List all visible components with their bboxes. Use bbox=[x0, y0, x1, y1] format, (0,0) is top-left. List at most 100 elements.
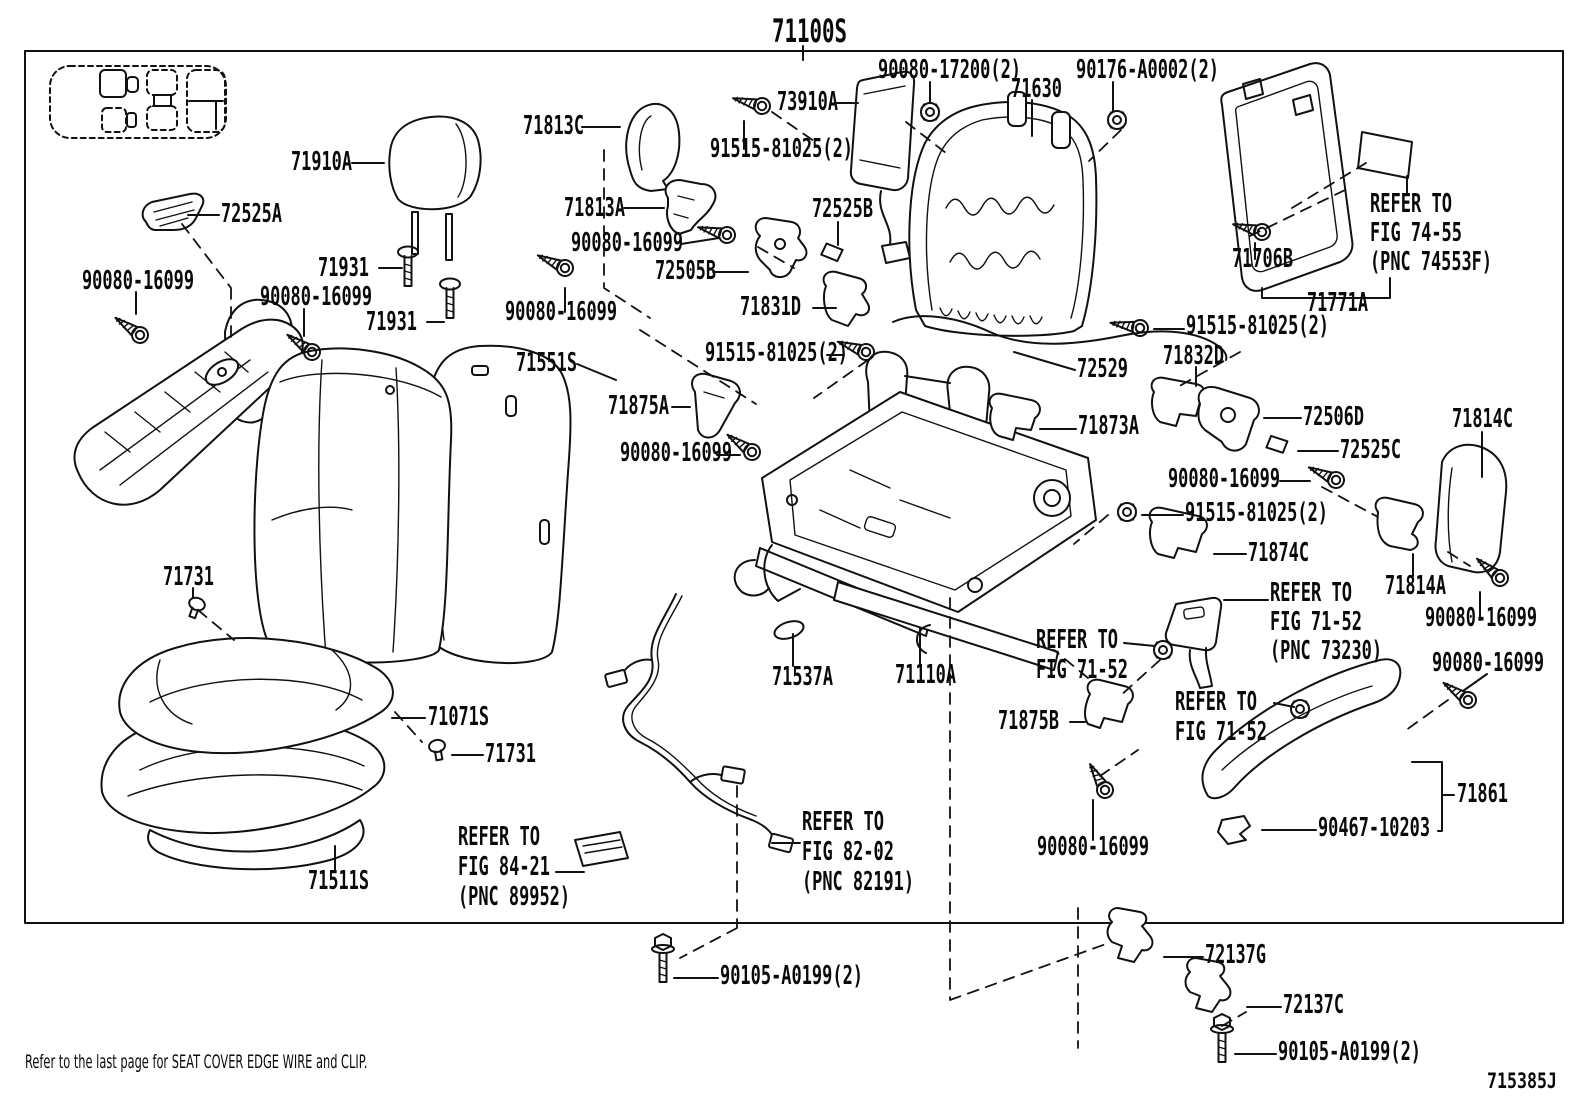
bracket-71873A-drawing bbox=[988, 392, 1041, 441]
part-label-71071S: 71071S bbox=[428, 702, 489, 732]
seat-frame-drawing bbox=[733, 350, 1097, 671]
part-label-90467-10203: 90467-10203 bbox=[1318, 813, 1430, 843]
part-label-refer-71-52-belt: FIG 71-52 bbox=[1270, 607, 1362, 637]
part-label-71100S: 71100S bbox=[772, 12, 847, 50]
part-label-refer-82-02: REFER TO bbox=[802, 807, 884, 837]
part-label-refer-71-52-a: REFER TO bbox=[1036, 625, 1118, 655]
clip-72525A-drawing bbox=[141, 192, 205, 231]
part-label-refer-82-02: FIG 82-02 bbox=[802, 837, 894, 867]
part-label-72505B: 72505B bbox=[655, 256, 716, 286]
part-label-72525B: 72525B bbox=[812, 194, 873, 224]
part-label-refer-74-55: REFER TO bbox=[1370, 189, 1452, 219]
part-label-refer-84-21: (PNC 89952) bbox=[458, 882, 570, 912]
cover-71814C-drawing bbox=[1434, 443, 1508, 574]
part-label-71511S: 71511S bbox=[308, 866, 369, 896]
part-labels-layer: 71100S 90080-17200(2) 90176-A0002(2) 73910A… bbox=[82, 12, 1544, 1067]
part-label-71731-b: 71731 bbox=[485, 739, 536, 769]
part-label-71873A: 71873A bbox=[1078, 411, 1139, 441]
part-label-90176-A0002: 90176-A0002(2) bbox=[1076, 55, 1219, 85]
part-label-71110A: 71110A bbox=[895, 660, 956, 690]
refer-target-plate bbox=[1357, 131, 1413, 179]
part-label-refer-84-21: FIG 84-21 bbox=[458, 852, 550, 882]
recliner-latch-drawing bbox=[754, 217, 870, 327]
part-label-90080-16099-b: 90080-16099 bbox=[82, 266, 194, 296]
part-label-73910A: 73910A bbox=[777, 87, 838, 117]
part-label-91515-81025-d: 91515-81025(2) bbox=[1185, 498, 1328, 528]
clip-90467-drawing bbox=[1217, 815, 1251, 845]
part-label-71861: 71861 bbox=[1457, 779, 1508, 809]
part-label-refer-71-52-a: FIG 71-52 bbox=[1036, 655, 1128, 685]
part-label-refer-71-52-belt: REFER TO bbox=[1270, 578, 1352, 608]
srs-module-drawing bbox=[574, 831, 629, 867]
diagram-border bbox=[24, 50, 1564, 924]
part-label-71731-a: 71731 bbox=[163, 562, 214, 592]
bracket-71875A-drawing bbox=[691, 372, 741, 439]
part-label-71771A: 71771A bbox=[1307, 288, 1368, 318]
lumbar-wire-drawing bbox=[892, 315, 1228, 361]
headrest-support-drawing bbox=[625, 103, 717, 235]
part-label-71813C: 71813C bbox=[523, 111, 584, 141]
part-label-refer-71-52-belt: (PNC 73230) bbox=[1270, 636, 1382, 666]
highlighted-front-seat-icon bbox=[99, 69, 139, 98]
part-label-91515-81025-a: 91515-81025(2) bbox=[710, 134, 853, 164]
part-label-90080-16099-e: 90080-16099 bbox=[620, 438, 732, 468]
part-label-refer-74-55: FIG 74-55 bbox=[1370, 218, 1462, 248]
part-label-71813A: 71813A bbox=[564, 193, 625, 223]
footer-note: Refer to the last page for SEAT COVER ED… bbox=[25, 1051, 368, 1073]
part-label-71831D: 71831D bbox=[740, 292, 801, 322]
part-label-71875A: 71875A bbox=[608, 391, 669, 421]
part-label-72525C: 72525C bbox=[1340, 435, 1401, 465]
vehicle-seat-position-inset bbox=[49, 65, 227, 139]
part-label-90080-16099-i: 90080-16099 bbox=[1037, 832, 1149, 862]
part-label-72525A: 72525A bbox=[221, 199, 282, 229]
part-label-71874C: 71874C bbox=[1248, 538, 1309, 568]
label-leader-lines bbox=[135, 45, 1488, 1055]
seat-belt-buckle-drawing bbox=[1164, 596, 1223, 689]
part-label-90080-17200: 90080-17200(2) bbox=[878, 55, 1021, 85]
cover-71814A-drawing bbox=[1374, 496, 1424, 551]
seat-cushion-drawing bbox=[118, 637, 394, 755]
part-label-71706B: 71706B bbox=[1232, 244, 1293, 274]
part-label-71814A: 71814A bbox=[1385, 571, 1446, 601]
part-label-71832D: 71832D bbox=[1163, 341, 1224, 371]
part-label-90080-16099-a: 90080-16099 bbox=[571, 228, 683, 258]
document-number: 715385J bbox=[1487, 1069, 1557, 1093]
part-label-refer-74-55: (PNC 74553F) bbox=[1370, 247, 1492, 277]
part-label-71875B: 71875B bbox=[998, 706, 1059, 736]
part-label-72529: 72529 bbox=[1077, 354, 1128, 384]
part-label-91515-81025-b: 91515-81025(2) bbox=[1186, 311, 1329, 341]
part-label-71537A: 71537A bbox=[772, 662, 833, 692]
pad-71537A-drawing bbox=[773, 620, 805, 640]
seat-back-frame-drawing bbox=[908, 91, 1098, 337]
part-label-90080-16099-d: 90080-16099 bbox=[505, 297, 617, 327]
wire-harness-drawing bbox=[574, 593, 794, 867]
airbag-unit-drawing bbox=[849, 70, 916, 264]
headrest-drawing bbox=[388, 115, 482, 261]
part-label-72137C: 72137C bbox=[1283, 990, 1344, 1020]
bracket-71875B-drawing bbox=[1083, 678, 1134, 729]
part-label-71931-a: 71931 bbox=[318, 253, 369, 283]
part-label-71931-b: 71931 bbox=[366, 307, 417, 337]
part-label-90080-16099-h: 90080-16099 bbox=[1432, 648, 1544, 678]
bracket-71874C-drawing bbox=[1148, 506, 1208, 559]
bracket-72137G-drawing bbox=[1106, 907, 1154, 963]
cushion-shield-drawing bbox=[1201, 658, 1402, 845]
bracket-72137C-drawing bbox=[1184, 957, 1232, 1013]
part-label-refer-84-21: REFER TO bbox=[458, 822, 540, 852]
seat-back-cover-drawing bbox=[253, 347, 453, 664]
part-label-refer-71-52-b: FIG 71-52 bbox=[1175, 717, 1267, 747]
part-label-90105-A0199-a: 90105-A0199(2) bbox=[720, 961, 863, 991]
part-label-72137G: 72137G bbox=[1205, 940, 1266, 970]
part-label-71551S: 71551S bbox=[516, 348, 577, 378]
part-label-71814C: 71814C bbox=[1452, 404, 1513, 434]
part-label-90080-16099-f: 90080-16099 bbox=[1168, 464, 1280, 494]
part-label-72506D: 72506D bbox=[1303, 402, 1364, 432]
part-label-90080-16099-c: 90080-16099 bbox=[260, 282, 372, 312]
part-label-91515-81025-c: 91515-81025(2) bbox=[705, 338, 848, 368]
part-label-refer-71-52-b: REFER TO bbox=[1175, 687, 1257, 717]
part-label-refer-82-02: (PNC 82191) bbox=[802, 867, 914, 897]
part-label-90080-16099-g: 90080-16099 bbox=[1425, 603, 1537, 633]
construction-dashed-lines bbox=[181, 111, 1471, 1049]
